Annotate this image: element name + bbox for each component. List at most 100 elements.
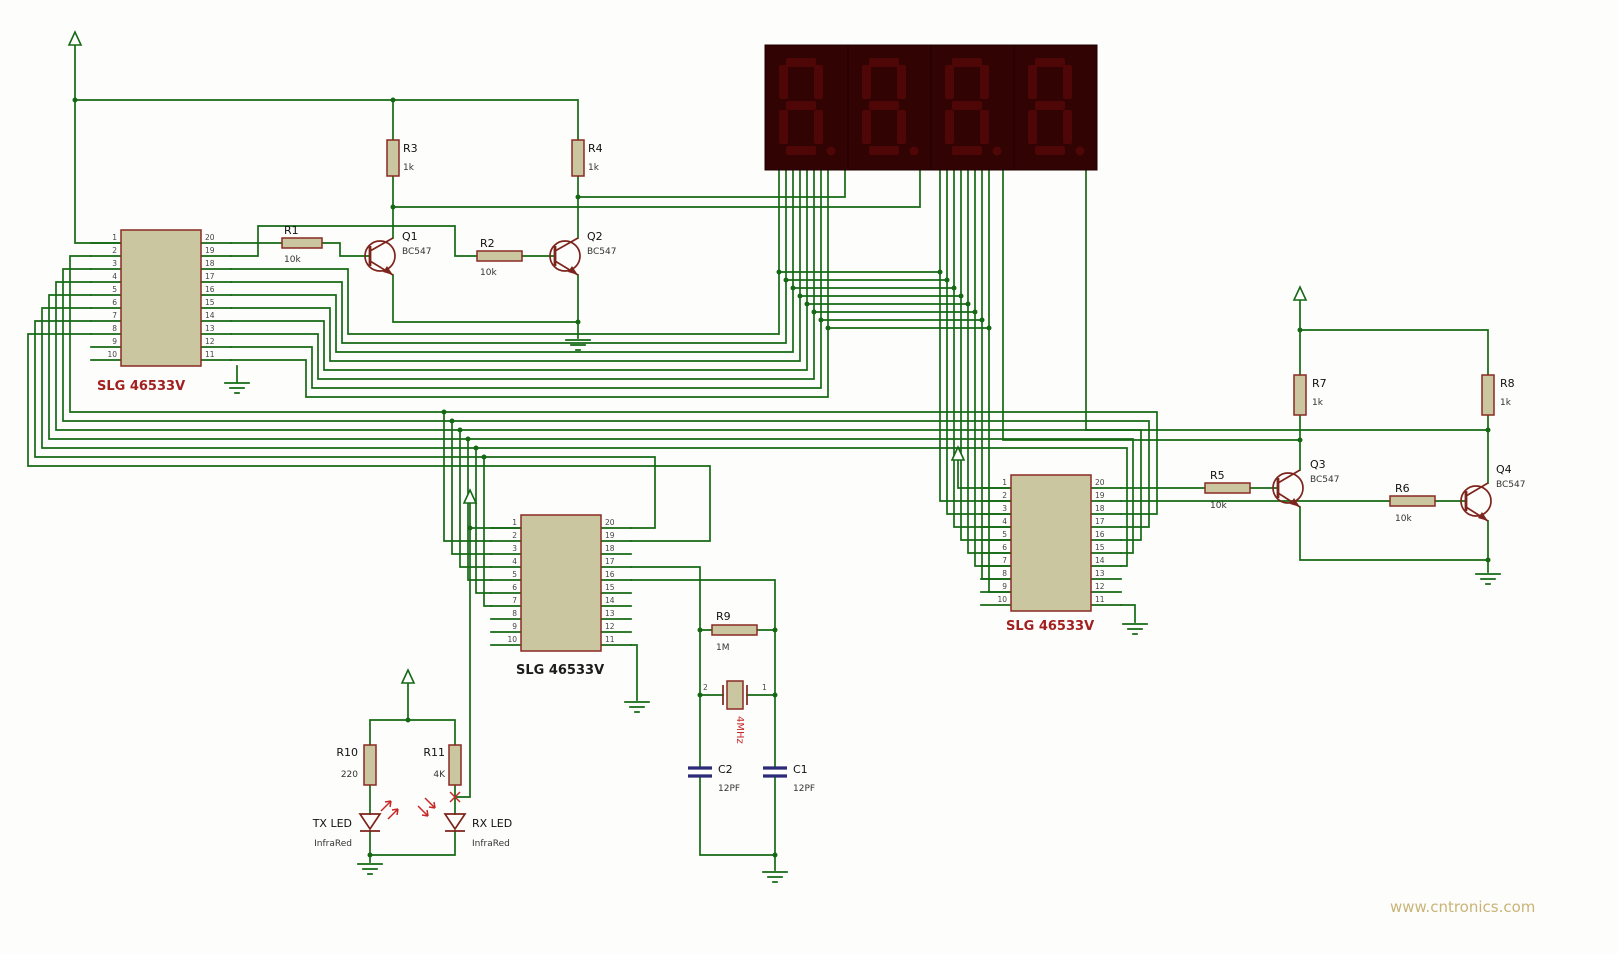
ic-u3: SLG 46533V (980, 474, 1122, 634)
ic-pin-number: 12 (605, 622, 615, 631)
ic-pin-number: 13 (1095, 569, 1105, 578)
watermark: www.cntronics.com (1390, 898, 1535, 916)
ic-pin-number: 5 (512, 570, 517, 579)
transistor-q4: Q4 BC547 (1460, 463, 1525, 522)
resistor-ref: R3 (403, 142, 418, 155)
ic-pin-number: 7 (512, 596, 517, 605)
ic-pin-number: 6 (512, 583, 517, 592)
transistor-part: BC547 (587, 247, 616, 257)
ic-pin-number: 16 (1095, 530, 1105, 539)
resistor-r10: R10 220 (336, 744, 377, 786)
resistor-r11: R11 4K (423, 744, 462, 786)
crystal-pin-number: 2 (703, 683, 708, 692)
ic-pin-number: 15 (605, 583, 615, 592)
capacitor-ref: C2 (718, 763, 733, 776)
resistor-r3: R3 1k (386, 139, 418, 177)
transistor-q1: Q1 BC547 (364, 230, 431, 276)
led-type: InfraRed (314, 839, 352, 849)
ic-pin-number: 18 (1095, 504, 1105, 513)
ic-pin-number: 3 (512, 544, 517, 553)
ic-pin-number: 20 (205, 233, 215, 242)
ic-pin-number: 10 (507, 635, 517, 644)
ic-pin-number: 20 (1095, 478, 1105, 487)
capacitor-value: 12PF (793, 784, 815, 794)
ic-pin-number: 1 (112, 233, 117, 242)
capacitor-value: 12PF (718, 784, 740, 794)
ic-pin-number: 4 (512, 557, 517, 566)
ic-pin-number: 17 (605, 557, 615, 566)
resistor-ref: R7 (1312, 377, 1327, 390)
transistor-ref: Q3 (1310, 458, 1326, 471)
transistor-part: BC547 (1310, 475, 1339, 485)
resistor-ref: R6 (1395, 482, 1410, 495)
transistor-part: BC547 (402, 247, 431, 257)
ic-pin-number: 11 (605, 635, 615, 644)
ic-pin-number: 16 (205, 285, 215, 294)
transistor-q3: Q3 BC547 (1272, 458, 1339, 508)
led-ref: RX LED (472, 817, 512, 830)
resistor-value: 10k (1395, 514, 1412, 524)
ic-pin-number: 6 (1002, 543, 1007, 552)
crystal-value: 4MHz (734, 716, 745, 744)
resistor-value: 4K (433, 770, 446, 780)
ic-pin-number: 10 (997, 595, 1007, 604)
ic-pin-number: 5 (1002, 530, 1007, 539)
ic-pin-number: 9 (512, 622, 517, 631)
resistor-r6: R6 10k (1389, 482, 1436, 524)
transistor-ref: Q4 (1496, 463, 1512, 476)
ic-pin-number: 14 (605, 596, 615, 605)
ic-pin-number: 6 (112, 298, 117, 307)
ic-pin-number: 10 (107, 350, 117, 359)
led-ref: TX LED (312, 817, 352, 830)
led-type: InfraRed (472, 839, 510, 849)
rx-led: RX LED InfraRed (417, 791, 512, 849)
ic-pin-number: 19 (605, 531, 615, 540)
ir-led-wires (369, 503, 522, 863)
left-long-bus-wires (27, 255, 1158, 567)
transistor-part: BC547 (1496, 480, 1525, 490)
ic-pin-number: 19 (205, 246, 215, 255)
ic-pin-number: 7 (1002, 556, 1007, 565)
ic-pin-number: 11 (205, 350, 215, 359)
ic-label: SLG 46533V (1006, 619, 1094, 634)
ground-stub-wires (236, 365, 1136, 701)
resistor-ref: R11 (423, 746, 445, 759)
resistor-ref: R10 (336, 746, 358, 759)
resistor-ref: R5 (1210, 469, 1225, 482)
ic-pin-number: 4 (1002, 517, 1007, 526)
resistor-ref: R8 (1500, 377, 1515, 390)
ic-pin-number: 8 (1002, 569, 1007, 578)
ic-pin-number: 15 (205, 298, 215, 307)
ic-pin-number: 15 (1095, 543, 1105, 552)
ic-pin-number: 13 (605, 609, 615, 618)
resistor-value: 1k (1312, 398, 1324, 408)
resistor-r9: R9 1M (711, 610, 758, 653)
ic-pin-number: 14 (205, 311, 215, 320)
resistor-r7: R7 1k (1293, 374, 1327, 416)
segment-bus-wires (230, 169, 1012, 593)
resistor-r8: R8 1k (1481, 374, 1515, 416)
ic-pin-number: 18 (605, 544, 615, 553)
resistor-r2: R2 10k (476, 237, 523, 278)
capacitor-ref: C1 (793, 763, 808, 776)
ic-pin-number: 13 (205, 324, 215, 333)
resistor-ref: R1 (284, 224, 299, 237)
ic-pin-number: 2 (512, 531, 517, 540)
ic2-riser-wires (443, 411, 492, 607)
ic-pin-number: 18 (205, 259, 215, 268)
ic-pin-number: 1 (1002, 478, 1007, 487)
ic-pin-number: 9 (1002, 582, 1007, 591)
power-arrow-icon (68, 31, 1307, 684)
ic-pin-number: 11 (1095, 595, 1105, 604)
ic-pin-number: 16 (605, 570, 615, 579)
resistor-value: 10k (284, 255, 301, 265)
oscillator-wires (630, 566, 776, 871)
ic-pin-number: 3 (112, 259, 117, 268)
ic-pin-number: 17 (1095, 517, 1105, 526)
capacitor-c1: C1 12PF (763, 763, 815, 794)
ic-u1: SLG 46533V (90, 229, 232, 394)
ic-pin-number: 8 (112, 324, 117, 333)
resistor-value: 1k (1500, 398, 1512, 408)
ic-pin-numbers: 1 2 3 4 5 6 7 8 9 10 20 19 18 17 16 15 1… (107, 233, 1104, 644)
